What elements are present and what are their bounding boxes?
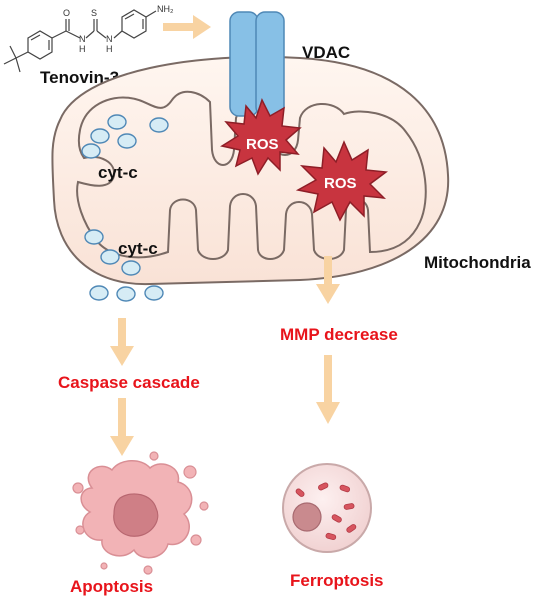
ros-label-2: ROS (324, 175, 357, 192)
cytochrome-c-group-upper (81, 114, 169, 159)
apoptosis-label: Apoptosis (70, 577, 153, 596)
down-arrow-icon (110, 398, 134, 456)
nitrogen-atom-1: N (79, 34, 86, 44)
apoptotic-cell (72, 451, 209, 575)
cytc-label-1: cyt-c (98, 163, 138, 182)
amine-group: NH₂ (157, 4, 174, 14)
mmp-label: MMP decrease (280, 325, 398, 344)
down-arrow-icon (316, 355, 340, 424)
tenovin-3-structure (3, 9, 157, 73)
vdac-channel (229, 11, 285, 117)
mitochondrion-small-icon (295, 482, 357, 541)
ros-label-1: ROS (246, 136, 279, 153)
mitochondrion-outer-membrane (51, 55, 450, 286)
right-arrow-icon (163, 15, 211, 39)
compound-label: Tenovin-3 (40, 68, 119, 87)
star-burst-icon (220, 98, 302, 176)
ferroptosis-label: Ferroptosis (290, 571, 384, 590)
oxygen-atom: O (63, 8, 70, 18)
down-arrow-icon (316, 256, 340, 304)
sulfur-atom: S (91, 8, 97, 18)
channel-label: VDAC (302, 43, 350, 62)
cytochrome-c-group-lower (84, 229, 164, 302)
hydrogen-atom-1: H (79, 44, 86, 54)
cytc-label-2: cyt-c (118, 239, 158, 258)
caspase-label: Caspase cascade (58, 373, 200, 392)
ferroptotic-cell (282, 463, 372, 553)
down-arrow-icon (110, 318, 134, 366)
tenovin-3-atom-labels: O S N H N H NH₂ (63, 4, 174, 54)
hydrogen-atom-2: H (106, 44, 113, 54)
nitrogen-atom-2: N (106, 34, 113, 44)
organelle-label: Mitochondria (424, 253, 531, 272)
star-burst-icon (295, 140, 388, 222)
